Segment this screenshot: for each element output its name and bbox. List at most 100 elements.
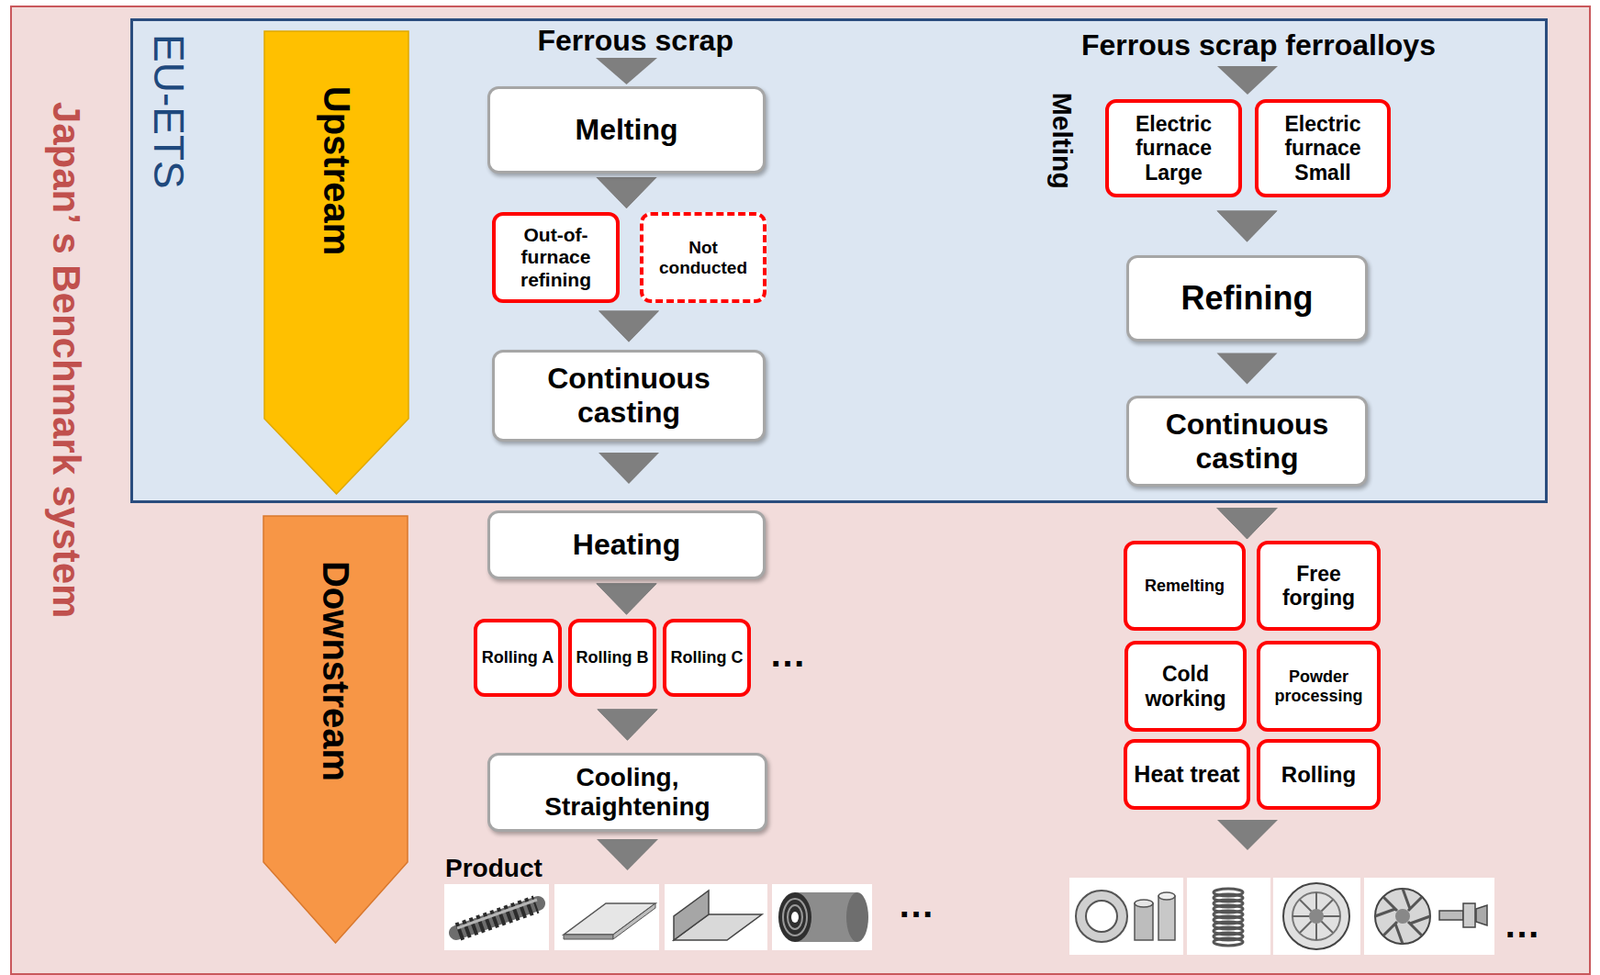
box-text: Electric furnace Small	[1262, 111, 1384, 185]
turbine-hub	[1395, 908, 1410, 924]
product-tile	[1364, 877, 1495, 955]
rebar-ribs	[458, 904, 537, 932]
rebar-rod	[456, 903, 538, 933]
cylinder-part	[1158, 895, 1175, 940]
tool-part	[1463, 903, 1476, 928]
stage-arrow: Downstream	[262, 514, 409, 944]
product-tile	[664, 883, 768, 951]
box-text: Free forging	[1264, 561, 1374, 611]
flow-arrow	[1217, 507, 1278, 539]
band-title: Downstream	[314, 560, 358, 782]
text-holder: Melting	[1045, 91, 1078, 189]
flow-arrow	[598, 452, 660, 484]
product-tile	[1069, 877, 1184, 955]
product-label: Product	[445, 853, 543, 884]
product-tile	[444, 883, 549, 951]
flow-arrow	[1217, 819, 1278, 851]
process-box: Electric furnace Large	[1105, 99, 1242, 198]
flow-arrow	[1217, 211, 1278, 243]
stage-arrow: Upstream	[263, 30, 410, 495]
coil-hole	[791, 911, 799, 923]
process-box: Heating	[487, 510, 766, 580]
region-band: EU-ETS Upstream MeltingOut-of-furnace refi…	[130, 18, 1548, 504]
rebar-shine	[457, 899, 538, 929]
coil-ring	[787, 905, 803, 929]
process-box: Not conducted	[639, 212, 767, 303]
process-box: Cold working	[1124, 640, 1247, 732]
text-holder: Downstream	[314, 560, 358, 782]
tool-part	[1476, 905, 1488, 926]
box-text: Heat treat	[1133, 760, 1240, 788]
process-box: Free forging	[1256, 540, 1381, 631]
box-text: Continuous casting	[502, 361, 756, 430]
box-text: Not conducted	[647, 237, 760, 279]
bearing-ring	[1075, 890, 1128, 942]
cylinder-top	[1134, 899, 1153, 907]
text-holder: EU-ETS	[143, 33, 192, 190]
flow-arrow	[1217, 353, 1278, 385]
flow-arrow	[1217, 507, 1278, 539]
stage-label: Melting	[1045, 91, 1078, 189]
flow-arrow	[1217, 66, 1278, 95]
product-tile	[1186, 877, 1271, 955]
plate-top	[563, 903, 656, 935]
flow-arrow	[596, 177, 658, 209]
process-box: Rolling A	[473, 618, 562, 697]
box-text: Rolling B	[576, 648, 649, 668]
bearing-bore	[1085, 900, 1118, 932]
arrow-shape	[263, 515, 408, 943]
process-box: Out-of-furnace refining	[492, 212, 620, 303]
ellipsis: …	[769, 632, 806, 675]
box-text: Continuous casting	[1136, 407, 1358, 476]
wheel-spokes	[1292, 892, 1341, 940]
product-tile	[772, 883, 873, 951]
plate-edge	[563, 934, 614, 940]
product-tile	[554, 883, 660, 951]
box-text: Heating	[572, 527, 681, 562]
process-box: Rolling	[1256, 738, 1381, 810]
flow-arrow	[1217, 507, 1278, 539]
process-box: Remelting	[1123, 540, 1246, 631]
flow-arrow	[1217, 507, 1278, 539]
ellipsis: …	[897, 883, 935, 926]
box-text: Rolling A	[481, 648, 554, 668]
box-text: Out-of-furnace refining	[499, 223, 613, 291]
text-holder: Upstream	[315, 86, 359, 257]
coil-end	[846, 892, 869, 942]
region-band: Japan’ s Benchmark system EU-ETS Upstream M…	[10, 5, 1591, 975]
process-box: Continuous casting	[1126, 395, 1368, 487]
flow-arrow	[597, 709, 659, 741]
text-holder: Japan’ s Benchmark system	[44, 101, 89, 619]
band-title: EU-ETS	[143, 33, 192, 190]
process-box: Powder processing	[1256, 640, 1381, 732]
flow-arrow	[1217, 211, 1278, 243]
flow-arrow	[596, 839, 659, 871]
text-holder: Ferrous scrap ferroalloys	[1081, 28, 1436, 63]
cylinder-top	[1158, 892, 1175, 900]
flow-arrow	[595, 57, 658, 85]
flow-arrow	[596, 583, 658, 616]
spring-turn	[1213, 938, 1243, 946]
input-label: Ferrous scrap ferroalloys	[1081, 28, 1436, 63]
text-holder: Ferrous scrap	[537, 23, 734, 58]
process-box: Heat treat	[1123, 738, 1251, 810]
process-box: Cooling, Straightening	[487, 752, 768, 832]
box-text: Powder processing	[1264, 667, 1374, 705]
wheel-hub	[1309, 908, 1324, 924]
process-box: Rolling C	[662, 618, 751, 697]
flow-arrow	[596, 583, 658, 616]
input-label: Ferrous scrap	[537, 23, 734, 58]
coil-face	[778, 892, 812, 942]
box-text: Refining	[1181, 279, 1314, 317]
flow-arrow	[1217, 507, 1278, 539]
process-box: Electric furnace Small	[1254, 99, 1391, 198]
box-text: Electric furnace Large	[1112, 111, 1235, 185]
flow-arrow	[597, 709, 659, 741]
box-text: Melting	[575, 112, 679, 147]
arrow-shape	[264, 31, 409, 494]
wheel-inner	[1292, 892, 1341, 940]
box-text: Cooling, Straightening	[497, 762, 758, 822]
box-text: Cold working	[1131, 661, 1240, 711]
process-box: Refining	[1126, 255, 1368, 342]
